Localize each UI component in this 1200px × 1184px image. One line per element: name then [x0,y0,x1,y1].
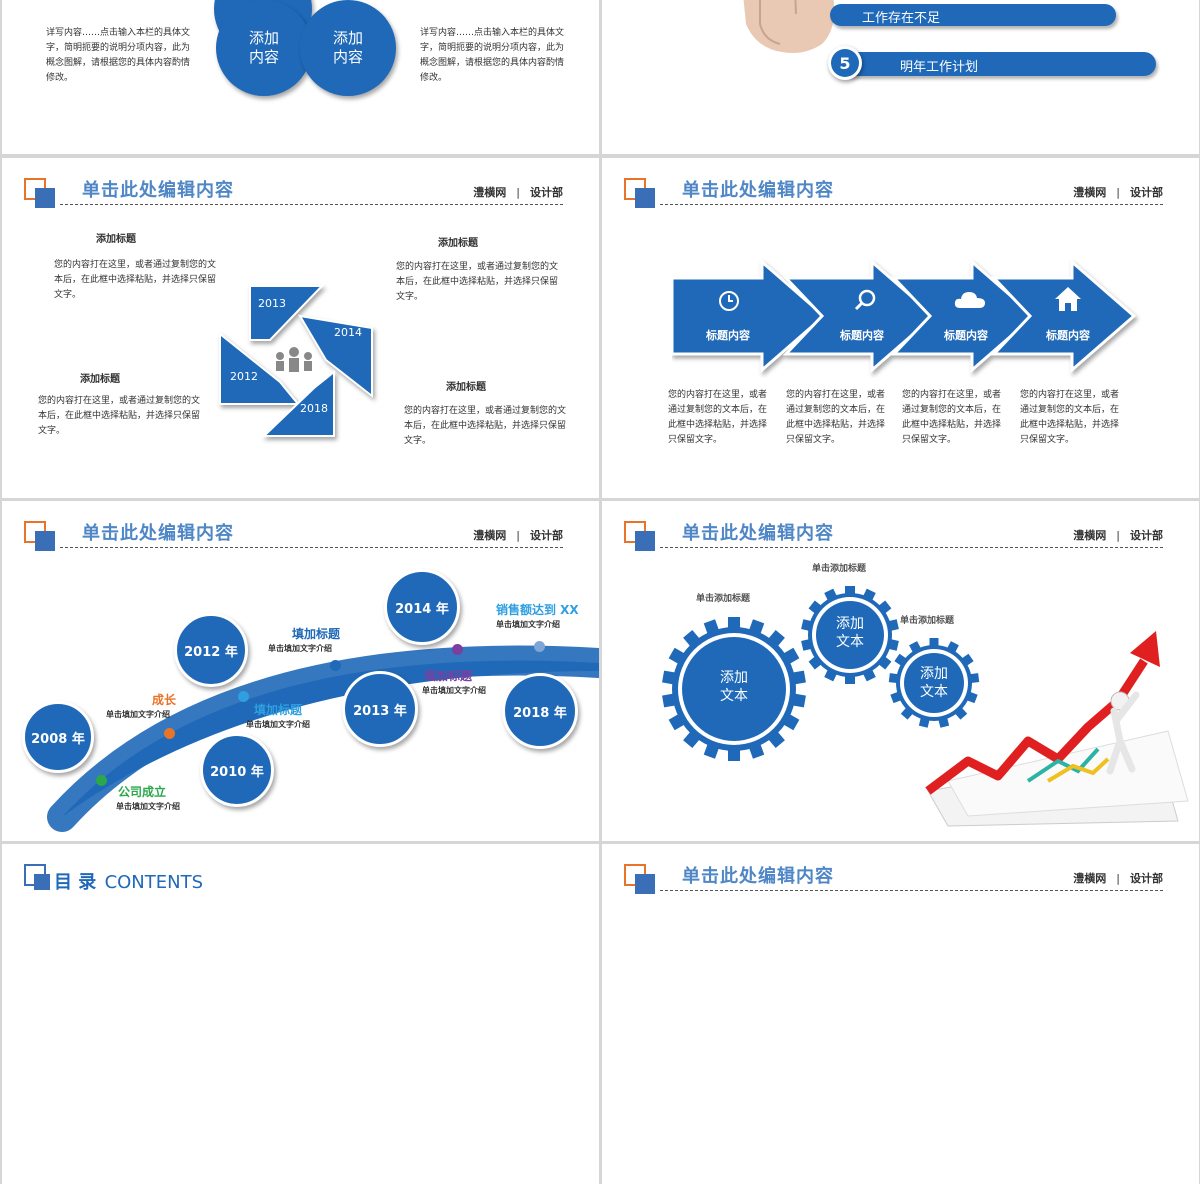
event-title: 填加标题 [424,667,472,684]
header-right: 澧横网|设计部 [473,184,563,200]
gear-tooth [662,671,676,685]
slide-8[interactable]: 单击此处编辑内容 澧横网|设计部 [602,844,1199,1184]
year-label: 2018 [300,402,328,415]
slide1-text-left: 详写内容……点击输入本栏的具体文字，简明扼要的说明分项内容，此为概念图解，请根据… [46,26,196,86]
arrow-label: 标题内容 [1046,327,1090,343]
header-logo-icon [624,178,652,206]
header-divider [660,890,1163,891]
timeline-dot [238,691,249,702]
header-divider [60,204,563,205]
timeline-dot [164,728,175,739]
year-bubble: 2010 年 [200,733,274,807]
slide-title[interactable]: 单击此处编辑内容 [682,176,834,202]
year-bubble: 2012 年 [174,613,248,687]
arrow-desc: 您的内容打在这里，或者通过复制您的文本后，在此框中选择粘贴，并选择只保留文字。 [1020,388,1124,448]
slide-1[interactable]: 添加 内容 添加 内容 详写内容……点击输入本栏的具体文字，简明扼要的说明分项内… [2,0,599,154]
event-title: 填加标题 [292,625,340,642]
header-logo-icon [24,178,52,206]
gear-text: 添加 文本 [704,669,764,705]
header-right: 澧横网|设计部 [1073,870,1163,886]
search-icon [854,288,878,312]
year-bubble: 2008 年 [22,701,94,773]
block-text: 您的内容打在这里，或者通过复制您的文本后，在此框中选择粘贴，并选择只保留文字。 [396,260,562,305]
header-divider [660,204,1163,205]
header-divider [660,547,1163,548]
slide-2[interactable]: 工作存在不足 明年工作计划 5 [602,0,1199,154]
event-sub: 单击填加文字介绍 [496,619,560,630]
gear-tooth [728,749,740,761]
home-icon [1054,286,1082,312]
arrow-desc: 您的内容打在这里，或者通过复制您的文本后，在此框中选择粘贴，并选择只保留文字。 [786,388,890,448]
block-title: 添加标题 [446,378,486,393]
block-text: 您的内容打在这里，或者通过复制您的文本后，在此框中选择粘贴，并选择只保留文字。 [404,404,570,449]
header-right: 澧横网|设计部 [1073,527,1163,543]
slide-3[interactable]: 单击此处编辑内容 澧横网|设计部 添加标题 您的内容打在这里，或者通过复制您的文… [2,158,599,498]
block-title: 添加标题 [438,234,478,249]
event-sub: 单击填加文字介绍 [422,685,486,696]
arrow-label: 标题内容 [706,327,750,343]
list-number-badge: 5 [828,46,862,80]
timeline-dot [96,775,107,786]
arrow-desc: 您的内容打在这里，或者通过复制您的文本后，在此框中选择粘贴，并选择只保留文字。 [668,388,772,448]
gear-label: 单击添加标题 [900,613,954,626]
block-text: 您的内容打在这里，或者通过复制您的文本后，在此框中选择粘贴，并选择只保留文字。 [54,258,220,303]
slide-6[interactable]: 单击此处编辑内容 澧横网|设计部 单击添加标题 单击添加标题 单击添加标题 添加… [602,501,1199,841]
block-text: 您的内容打在这里，或者通过复制您的文本后，在此框中选择粘贴，并选择只保留文字。 [38,394,204,439]
slide-7[interactable]: 目 录 CONTENTS [2,844,599,1184]
gear-tooth [728,617,740,629]
gear-label: 单击添加标题 [696,591,750,604]
arrow-label: 标题内容 [944,327,988,343]
timeline-dot [534,641,545,652]
gear-label: 单击添加标题 [812,561,866,574]
slide-title[interactable]: 单击此处编辑内容 [82,176,234,202]
year-label: 2014 [334,326,362,339]
year-bubble: 2013 年 [342,671,418,747]
list-item-4[interactable]: 工作存在不足 [830,4,1116,26]
event-title: 公司成立 [118,783,166,800]
gear-text: 添加 文本 [820,615,880,651]
block-title: 添加标题 [96,230,136,245]
event-sub: 单击填加文字介绍 [246,719,310,730]
venn-circle-center: 添加 内容 [216,0,312,96]
year-label: 2012 [230,370,258,383]
slide-5[interactable]: 单击此处编辑内容 澧横网|设计部 2008 年 2010 年 2012 年 20… [2,501,599,841]
timeline-dot [330,660,341,671]
event-sub: 单击填加文字介绍 [116,801,180,812]
event-title: 销售额达到 XX [496,601,579,618]
slide-title[interactable]: 单击此处编辑内容 [682,519,834,545]
slide-4[interactable]: 单击此处编辑内容 澧横网|设计部 标题内容 标题内容 标题内容 标题内容 您的内… [602,158,1199,498]
header-logo-icon [624,521,652,549]
event-title: 成长 [152,691,176,708]
slide1-text-right: 详写内容……点击输入本栏的具体文字，简明扼要的说明分项内容，此为概念图解，请根据… [420,26,570,86]
arrow-label: 标题内容 [840,327,884,343]
timeline-curve [2,501,599,841]
slide-title[interactable]: 单击此处编辑内容 [682,862,834,888]
event-sub: 单击填加文字介绍 [268,643,332,654]
arrow-process-diagram [672,258,1142,378]
timeline-dot [452,644,463,655]
gear-tooth [792,694,806,708]
event-sub: 单击填加文字介绍 [106,709,170,720]
year-bubble: 2014 年 [384,569,460,645]
list-item-5[interactable]: 明年工作计划 [840,52,1156,76]
event-title: 填加标题 [254,701,302,718]
header-right: 澧横网|设计部 [1073,184,1163,200]
venn-circle-right: 添加 内容 [300,0,396,96]
toc-logo-icon [24,864,52,892]
growth-arrow-image [908,631,1194,831]
year-pinwheel-diagram [214,276,384,446]
cloud-icon [954,290,986,310]
year-bubble: 2018 年 [502,673,578,749]
gear-tooth [662,694,676,708]
header-logo-icon [624,864,652,892]
year-label: 2013 [258,297,286,310]
block-title: 添加标题 [80,370,120,385]
arrow-desc: 您的内容打在这里，或者通过复制您的文本后，在此框中选择粘贴，并选择只保留文字。 [902,388,1006,448]
clock-icon [718,290,740,312]
toc-title: 目 录 CONTENTS [54,868,203,894]
